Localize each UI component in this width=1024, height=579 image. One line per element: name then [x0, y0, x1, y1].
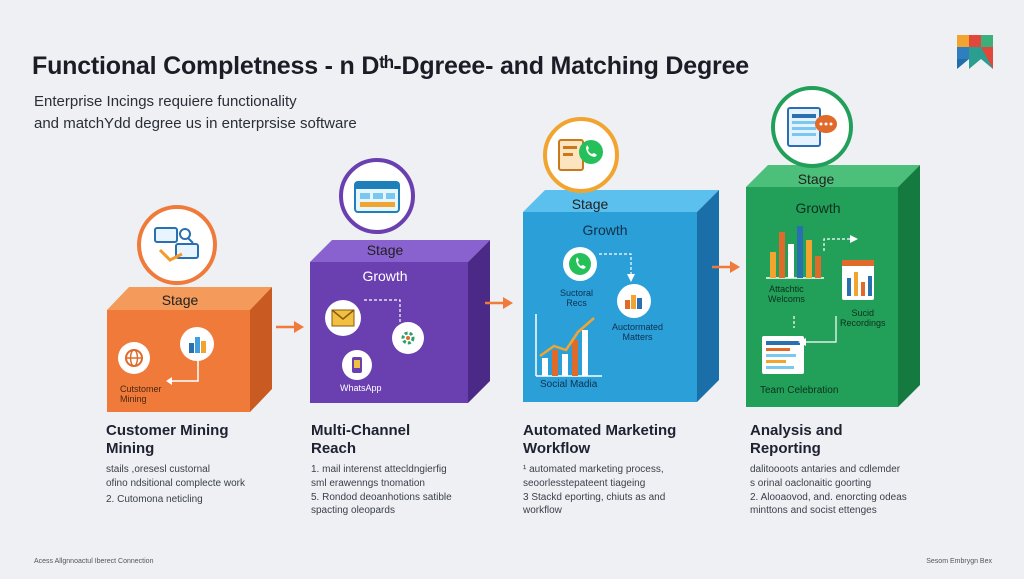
- growth-chart-icon: [535, 314, 602, 377]
- subtitle-line-1: Enterprise Incings requiere functionalit…: [34, 93, 297, 110]
- stage-4-inner-label-1: Attachtic Welcoms: [768, 284, 805, 304]
- gear-icon: [401, 331, 415, 345]
- stage-1-desc-2: ofino ndsitional complecte work: [106, 478, 245, 489]
- stage-1-heading: Customer Mining Mining: [106, 422, 229, 457]
- bar-people-icon: [189, 337, 206, 353]
- stage-3-inner-label-2: Auctormated Matters: [612, 322, 664, 342]
- stage-4-label: Stage: [797, 171, 835, 187]
- stage-3-inner-label-1: Suctoral Recs: [560, 288, 594, 308]
- phone-icon: [352, 357, 362, 373]
- stage-3-desc-2: seoorlesstepateent tiageing: [523, 478, 646, 489]
- stage-2-desc-4: spacting oleopards: [311, 505, 395, 516]
- stage-3-desc-4: workflow: [523, 505, 562, 516]
- stage-1-icon-circle: [137, 205, 217, 285]
- stage-1-label: Stage: [161, 292, 199, 308]
- stage-4-desc-1: dalitoooots antaries and cdlemder: [750, 464, 901, 475]
- stage-4-caption: Team Celebration: [760, 385, 839, 396]
- stage-4-desc-2: s orinal oaclonaitic goorting: [750, 478, 872, 489]
- stage-2-caption: WhatsApp: [340, 383, 382, 393]
- connector-line-icon: [599, 253, 635, 282]
- stage-2-desc-1: 1. mail interenst attecldngierfig: [311, 464, 447, 475]
- flow-arrow-2: [485, 297, 513, 309]
- page-title: Functional Completness - n Dᵗʰ-Dgreee- a…: [32, 52, 749, 80]
- stage-3-heading: Automated Marketing Workflow: [523, 422, 677, 457]
- bar-chart-icon: [766, 226, 824, 279]
- stage-2-desc-2: sml erawenngs tnomation: [311, 478, 425, 489]
- flow-arrow-1: [276, 321, 304, 333]
- browser-window-icon: [354, 181, 400, 213]
- stage-2-desc-3: 5. Rondod deoanhotions satible: [311, 492, 452, 503]
- stage-3-desc-3: 3 Stackd eporting, chiuts as and: [523, 492, 666, 503]
- stage-2-heading: Multi-Channel Reach: [311, 422, 411, 457]
- stage-1-desc-1: stails ,oresesl custornal: [106, 464, 210, 475]
- network-handshake-icon: [154, 227, 199, 262]
- stage-4-heading: Analysis and Reporting: [750, 422, 843, 457]
- stage-4-desc-3: 2. Alooaovod, and. enorcting odeas: [750, 492, 907, 503]
- stage-4-icon-circle: [771, 86, 853, 168]
- stage-1-desc-3: 2. Cutomona neticling: [106, 494, 203, 505]
- stage-2-label: Stage: [366, 242, 404, 258]
- stage-1-caption: Cutstomer Mining: [120, 384, 162, 404]
- whatsapp-glyph-icon: [569, 253, 591, 275]
- stage-3-growth: Growth: [582, 222, 628, 238]
- stage-4-inner-label-2: Sucid Recordings: [840, 308, 886, 328]
- whatsapp-icon: [558, 139, 603, 171]
- dashboard-chat-icon: [787, 107, 837, 147]
- flow-arrow-3: [712, 261, 740, 273]
- stage-4-desc-4: minttons and socist ettenges: [750, 505, 877, 516]
- globe-glyph-icon: [125, 349, 143, 367]
- stage-3-caption: Social Madia: [540, 379, 598, 390]
- connector-arrow-icon: [166, 357, 199, 385]
- envelope-icon: [331, 309, 355, 327]
- footer-right: Sesom Embrygn Bex: [926, 558, 992, 565]
- subtitle-line-2: and matchYdd degree us in enterprsise so…: [34, 115, 357, 132]
- stage-4-growth: Growth: [795, 200, 841, 216]
- calendar-report-icon: [842, 260, 874, 300]
- connector-dashed-icon: [364, 299, 401, 322]
- connector-return-icon: [793, 316, 837, 346]
- stage-2-growth: Growth: [362, 268, 408, 284]
- brand-logo-icon: [957, 35, 993, 69]
- stage-1-cube: [107, 287, 272, 412]
- report-sheet-icon: [762, 336, 804, 374]
- stage-3-desc-1: ¹ automated marketing process,: [523, 464, 664, 475]
- team-chart-icon: [625, 295, 642, 309]
- connector-curve-icon: [823, 235, 858, 251]
- footer-left: Acess Allgnnoactul Iberect Connection: [34, 558, 154, 565]
- stage-3-label: Stage: [571, 196, 609, 212]
